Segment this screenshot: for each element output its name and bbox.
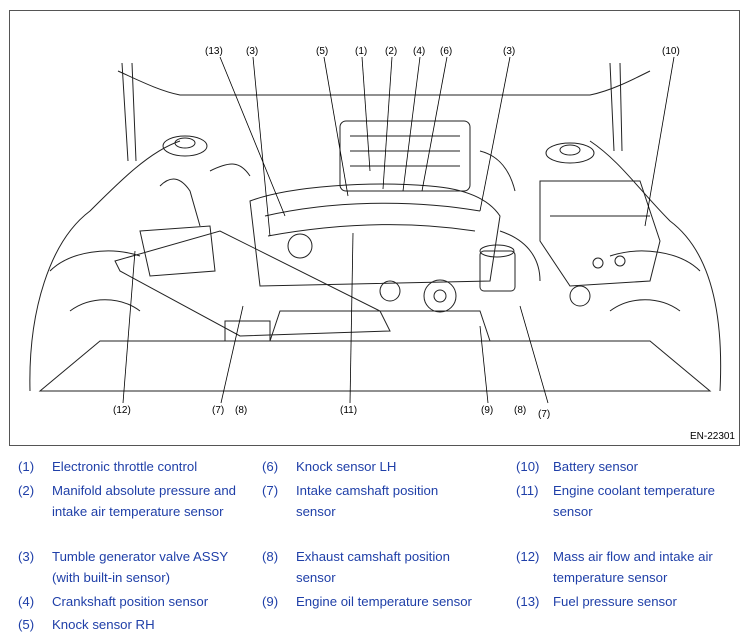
legend-text: Crankshaft position sensor: [52, 594, 209, 609]
legend-item-3: (3) Tumble generator valve ASSY (with bu…: [18, 546, 258, 588]
engine-drawing: (13) (3) (5) (1) (2) (4) (6) (3) (10) (1…: [29, 46, 722, 420]
legend-text: Tumble generator valve ASSY (with built-…: [52, 549, 228, 585]
legend-num: (3): [18, 549, 35, 564]
legend-item-2: (2) Manifold absolute pressure and intak…: [18, 480, 246, 522]
legend-item-12: (12) Mass air flow and intake air temper…: [516, 546, 746, 588]
legend-num: (5): [18, 617, 35, 632]
hood-struts: [117, 62, 651, 162]
legend-num: (8): [262, 549, 279, 564]
hoses: [159, 150, 541, 282]
callout-4: (4): [413, 46, 425, 57]
legend-text: Knock sensor LH: [296, 459, 397, 474]
callout-13: (13): [205, 46, 223, 57]
legend-num: (11): [516, 483, 539, 498]
legend-text: Engine oil temperature sensor: [296, 594, 472, 609]
engine-diagram-figure: (13) (3) (5) (1) (2) (4) (6) (3) (10) (1…: [9, 10, 740, 446]
callout-2: (2): [385, 46, 397, 57]
legend-text: Engine coolant temperature sensor: [553, 483, 716, 519]
legend-num: (2): [18, 483, 35, 498]
legend-text: Electronic throttle control: [52, 459, 198, 474]
callout-11: (11): [340, 405, 357, 416]
sensor-legend: (1) Electronic throttle control (2) Mani…: [0, 452, 749, 641]
leader-lines: [122, 56, 675, 404]
callout-3-right: (3): [503, 46, 515, 57]
legend-item-13: (13) Fuel pressure sensor: [516, 591, 746, 612]
legend-text: Exhaust camshaft position sensor: [296, 549, 450, 585]
legend-num: (7): [262, 483, 279, 498]
legend-item-5: (5) Knock sensor RH: [18, 614, 258, 635]
callout-labels: (13) (3) (5) (1) (2) (4) (6) (3) (10) (1…: [113, 46, 680, 420]
legend-num: (10): [516, 459, 540, 474]
callout-5: (5): [316, 46, 328, 57]
legend-item-11: (11) Engine coolant temperature sensor: [516, 480, 746, 522]
legend-item-1: (1) Electronic throttle control: [18, 456, 258, 477]
callout-8-left: (8): [235, 405, 247, 416]
callout-12: (12): [113, 405, 131, 416]
legend-num: (9): [262, 594, 279, 609]
strut-towers: [162, 135, 595, 164]
callout-7-left: (7): [212, 405, 224, 416]
legend-num: (6): [262, 459, 279, 474]
legend-item-8: (8) Exhaust camshaft position sensor: [262, 546, 487, 588]
air-intake: [114, 225, 391, 342]
legend-item-7: (7) Intake camshaft position sensor: [262, 480, 472, 522]
legend-text: Knock sensor RH: [52, 617, 155, 632]
callout-8-right: (8): [514, 405, 526, 416]
legend-text: Manifold absolute pressure and intake ai…: [52, 483, 237, 519]
legend-num: (4): [18, 594, 35, 609]
battery: [539, 180, 661, 307]
callout-7-right: (7): [538, 409, 550, 420]
legend-item-6: (6) Knock sensor LH: [262, 456, 510, 477]
legend-text: Fuel pressure sensor: [553, 594, 677, 609]
legend-text: Battery sensor: [553, 459, 639, 474]
legend-text: Intake camshaft position sensor: [296, 483, 439, 519]
figure-id-label: EN-22301: [689, 431, 735, 442]
callout-3-left: (3): [246, 46, 258, 57]
callout-10: (10): [662, 46, 680, 57]
legend-item-9: (9) Engine oil temperature sensor: [262, 591, 512, 612]
callout-9: (9): [481, 405, 493, 416]
legend-item-10: (10) Battery sensor: [516, 456, 746, 477]
legend-item-4: (4) Crankshaft position sensor: [18, 591, 258, 612]
engine-block: [249, 120, 516, 342]
legend-num: (12): [516, 549, 540, 564]
callout-1: (1): [355, 46, 367, 57]
legend-num: (13): [516, 594, 540, 609]
legend-text: Mass air flow and intake air temperature…: [553, 549, 713, 585]
legend-num: (1): [18, 459, 35, 474]
callout-6: (6): [440, 46, 452, 57]
